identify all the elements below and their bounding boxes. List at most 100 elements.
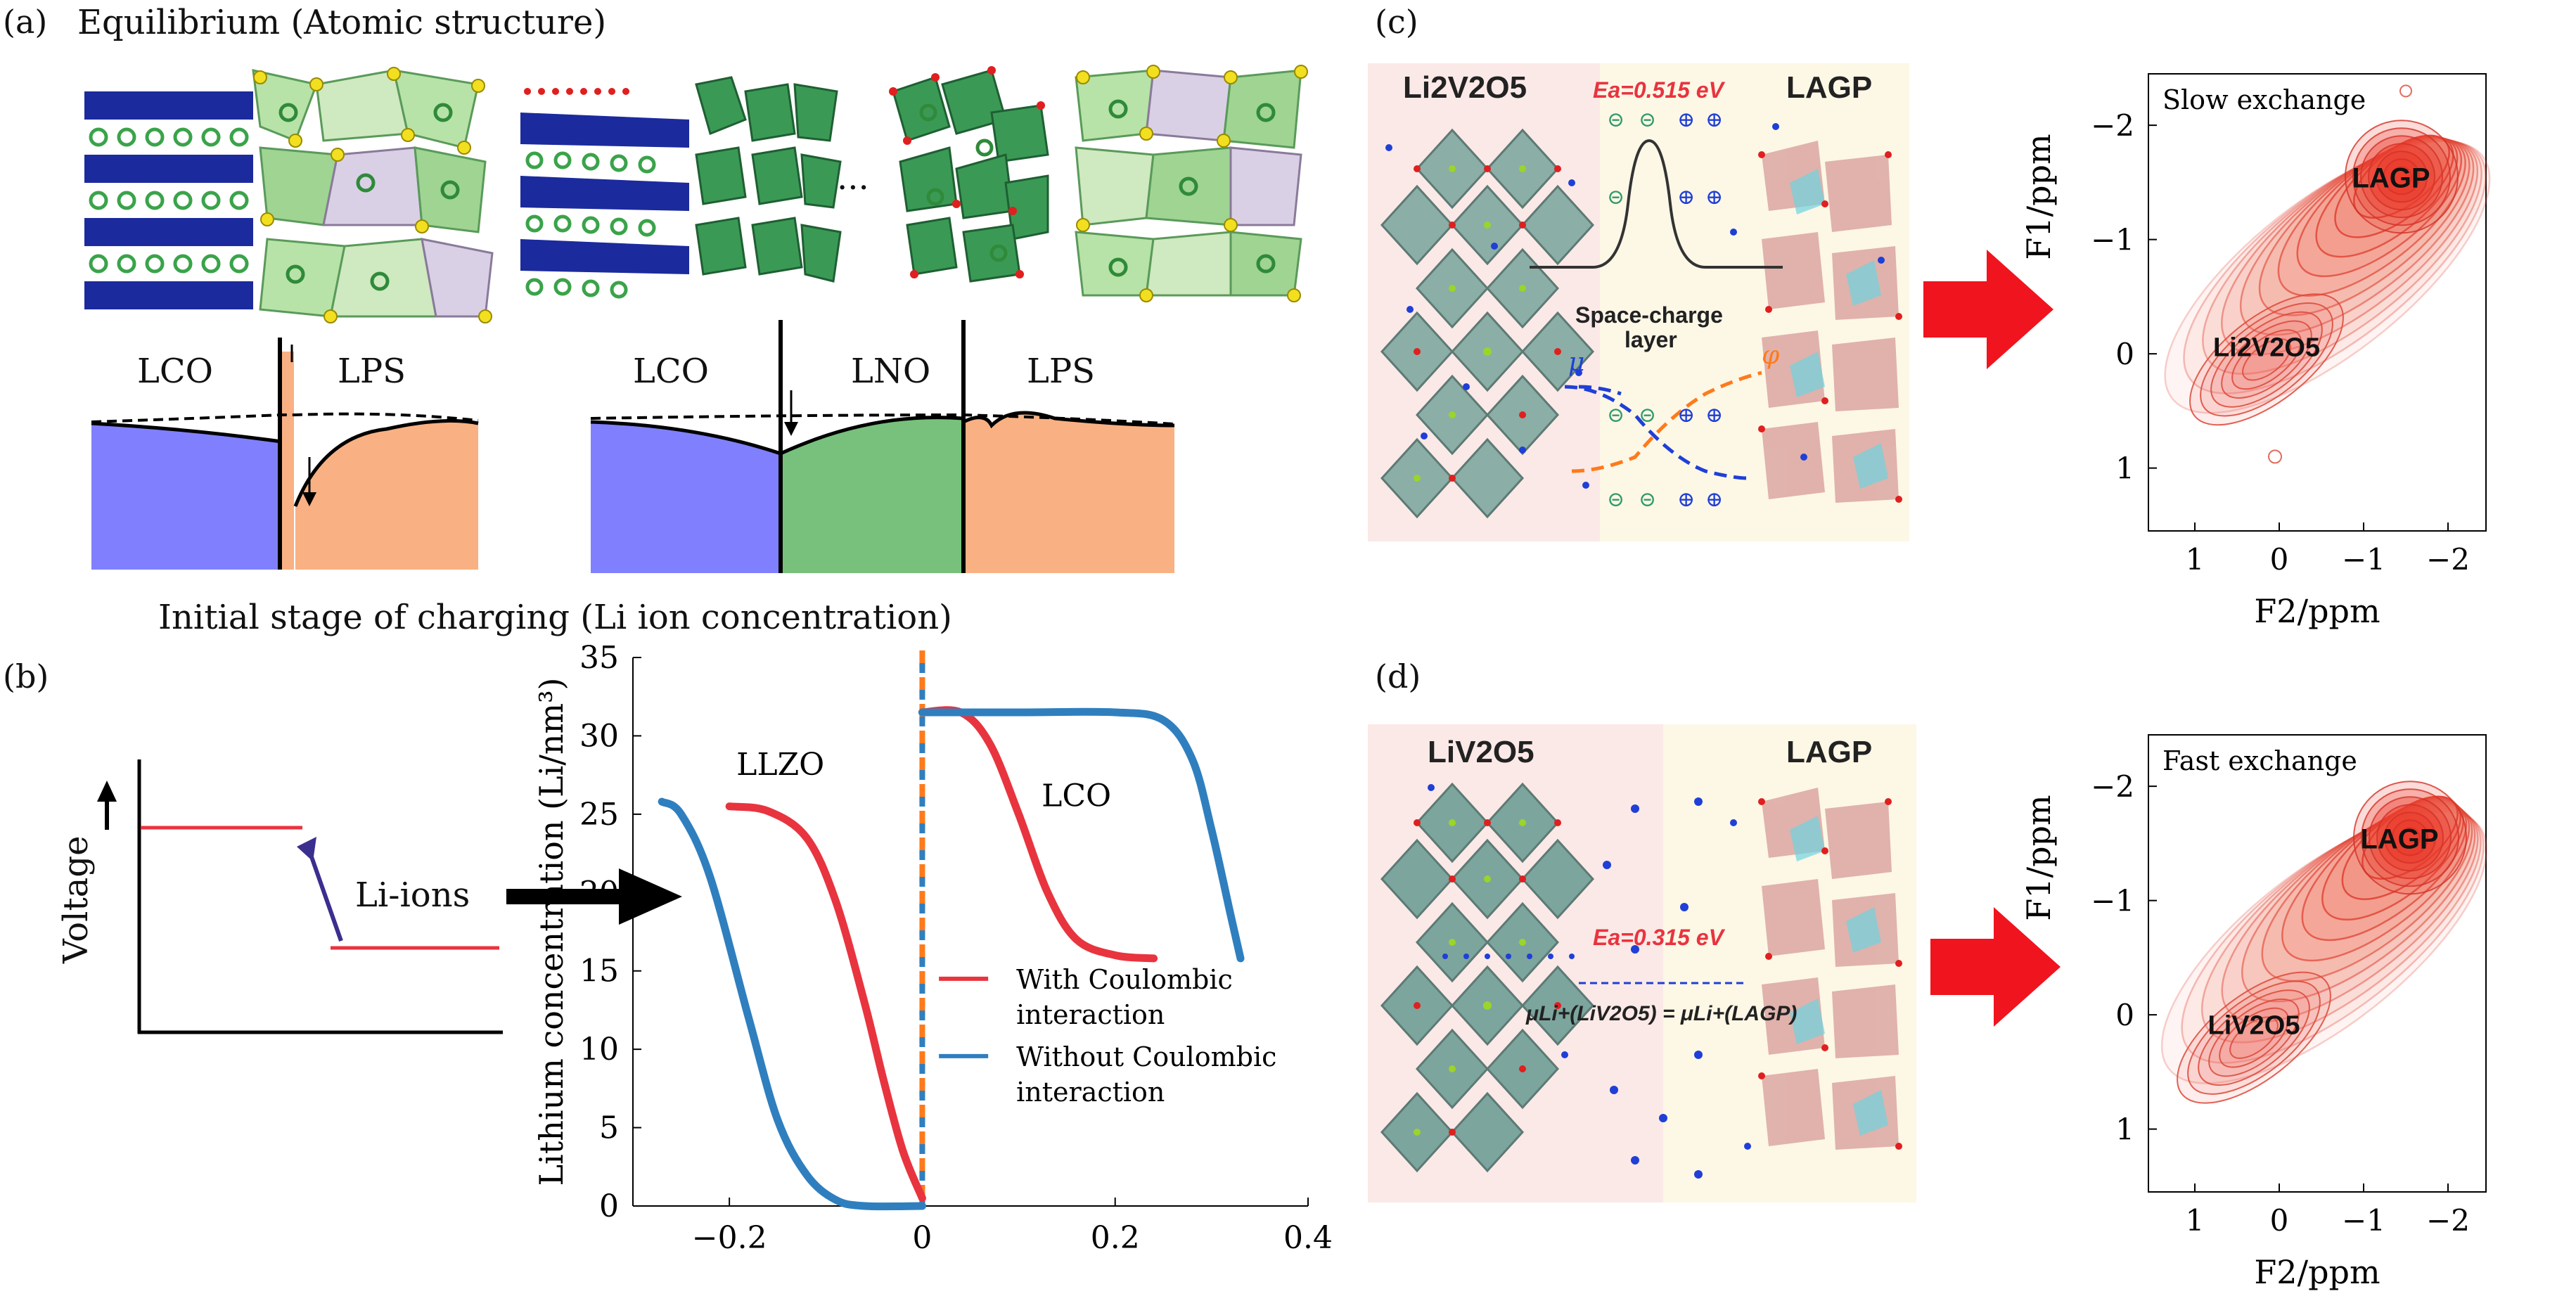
nmr-x-label: F2/ppm xyxy=(2254,1253,2380,1291)
atomic-structure-middle xyxy=(520,76,842,299)
svg-text:⊕: ⊕ xyxy=(1705,108,1723,132)
nmr-y-tick-label: 0 xyxy=(2115,337,2134,371)
atomic-structure-right xyxy=(889,65,1308,302)
nmr-peak-contour-vo xyxy=(2198,989,2310,1086)
nmr-peak-contour-vo xyxy=(2229,1016,2279,1059)
nmr-y-tick-label: −1 xyxy=(2091,884,2134,918)
nmr-y-tick-label: −1 xyxy=(2091,223,2134,257)
nmr-exchange-note: Fast exchange xyxy=(2162,745,2357,776)
nmr-contours xyxy=(2164,84,2491,464)
nmr-peak-label-lagp: LAGP xyxy=(2360,823,2438,854)
nmr-x-tick-label: −2 xyxy=(2426,1203,2470,1238)
red-arrow-d xyxy=(1930,907,2061,1027)
legend-label-without-2: interaction xyxy=(1016,1077,1165,1108)
lithium-concentration-chart: 0 5 10 15 20 25 30 35 −0.2 0 0.2 0.4Distance from i… xyxy=(532,640,1333,1296)
blue-layers-tilted xyxy=(520,113,689,274)
nmr-peak-contour-vo xyxy=(2208,998,2300,1077)
nmr-small-contour xyxy=(2268,449,2282,464)
nmr-x-tick-label: −1 xyxy=(2342,542,2385,577)
nmr-peak-label-vanadate: Li2V2O5 xyxy=(2213,333,2320,362)
svg-text:⊝: ⊝ xyxy=(1639,487,1656,512)
svg-text:⊝: ⊝ xyxy=(1607,185,1625,210)
nmr-contour-ring xyxy=(2181,809,2485,1064)
chart-x-tick-label: 0.2 xyxy=(1091,1220,1140,1256)
red-arrow-c xyxy=(1923,250,2053,369)
li-ions-label: Li-ions xyxy=(355,875,470,915)
chart-y-tick-label: 25 xyxy=(579,797,619,833)
chart-x-tick-label: 0.4 xyxy=(1283,1220,1333,1256)
nmr-peak-contour-lagp xyxy=(2399,827,2421,849)
nmr-peak-contour-vo xyxy=(2187,980,2321,1095)
nmr-peak-contour-vo xyxy=(2177,971,2331,1104)
svg-text:⊕: ⊕ xyxy=(1677,487,1695,512)
energy-barrier-d: Ea=0.315 eV xyxy=(1593,925,1724,950)
chart-x-tick-label: −0.2 xyxy=(692,1220,767,1256)
mu-label: μ xyxy=(1568,348,1585,377)
chart-x-label: Distance from interface/nm xyxy=(735,1291,1205,1296)
lco-lps-profile xyxy=(91,338,479,570)
svg-text:⊝: ⊝ xyxy=(1607,487,1625,512)
series-with-coulombic-segment-1 xyxy=(918,706,1158,963)
svg-text:⊕: ⊕ xyxy=(1677,108,1695,132)
nmr-peak-contour-vo xyxy=(2200,302,2333,417)
nmr-contours xyxy=(2160,781,2487,1104)
nmr-peak-contour-vo xyxy=(2221,320,2312,399)
panel-a-title: Equilibrium (Atomic structure) xyxy=(77,3,607,42)
blue-layers xyxy=(84,91,253,309)
li-ion-arrow xyxy=(297,837,316,861)
nmr-y-tick-label: −2 xyxy=(2091,769,2134,804)
ellipsis: ... xyxy=(837,158,869,198)
nmr-peak-contour-vo xyxy=(2242,338,2291,381)
chart-y-tick-label: 15 xyxy=(579,954,619,989)
panel-a-letter: (a) xyxy=(3,3,48,41)
series-without-coulombic-segment-1 xyxy=(918,707,1245,963)
nmr-x-tick-label: 0 xyxy=(2270,1203,2289,1238)
equilibrium-equation: μLi+(LiV2O5) = μLi+(LAGP) xyxy=(1526,1002,1798,1025)
space-charge-label: Space-charge xyxy=(1575,302,1723,328)
nmr-peak-contour-vo xyxy=(2210,311,2323,408)
energy-barrier-c: Ea=0.515 eV xyxy=(1593,77,1724,103)
liv2o5-lagp-schematic xyxy=(1368,724,1916,1202)
nmr-x-tick-label: −2 xyxy=(2426,542,2470,577)
li-atoms xyxy=(89,127,249,274)
series-without-coulombic-segment-0 xyxy=(658,797,926,1211)
legend-label-without-1: Without Coulombic xyxy=(1016,1041,1276,1072)
nmr-y-label: F1/ppm xyxy=(2020,795,2058,920)
svg-text:⊝: ⊝ xyxy=(1639,108,1656,132)
voltage-label: Voltage xyxy=(56,835,96,963)
svg-text:⊝: ⊝ xyxy=(1607,108,1625,132)
chart-y-tick-label: 35 xyxy=(579,640,619,676)
chart-y-tick-label: 0 xyxy=(599,1188,619,1224)
nmr-x-label: F2/ppm xyxy=(2254,592,2380,630)
green-octahedra xyxy=(695,76,842,283)
chart-y-tick-label: 20 xyxy=(579,875,619,911)
legend-label-with-1: With Coulombic xyxy=(1016,964,1233,995)
nmr-peak-contour-vo xyxy=(2219,1007,2289,1068)
region-label-llzo: LLZO xyxy=(736,747,824,783)
nmr-x-tick-label: 0 xyxy=(2270,542,2289,577)
svg-text:⊕: ⊕ xyxy=(1677,403,1695,428)
svg-text:⊕: ⊕ xyxy=(1705,403,1723,428)
svg-text:⊝: ⊝ xyxy=(1639,403,1656,428)
svg-text:⊕: ⊕ xyxy=(1705,185,1723,210)
nmr-peak-contour-vo xyxy=(2189,293,2344,426)
voltage-diagram xyxy=(97,759,503,1034)
big-black-arrow xyxy=(506,868,682,925)
chart-y-tick-label: 10 xyxy=(579,1032,619,1067)
li2v2o5-lagp-schematic: ⊝⊝⊝⊝⊝⊝⊝ ⊕⊕⊕⊕⊕⊕⊕⊕ xyxy=(1368,63,1909,541)
nmr-x-tick-label: 1 xyxy=(2186,542,2205,577)
lagp-label-c: LAGP xyxy=(1786,70,1873,105)
chart-y-label: Lithium concentration (Li/nm³) xyxy=(532,677,570,1186)
panel-d-letter: (d) xyxy=(1375,657,1421,695)
chart-y-tick-label: 30 xyxy=(579,718,619,754)
atomic-structure-left xyxy=(84,67,494,323)
label-a-lco-1: LCO xyxy=(137,352,213,391)
nmr-y-tick-label: −2 xyxy=(2091,108,2134,143)
nmr-peak-contour-vo xyxy=(2231,329,2302,390)
space-charge-label-2: layer xyxy=(1625,327,1677,352)
chart-y-tick-label: 5 xyxy=(599,1110,619,1146)
nmr-peak-label-lagp: LAGP xyxy=(2352,162,2430,193)
chart-x-tick-label: 0 xyxy=(912,1220,932,1256)
